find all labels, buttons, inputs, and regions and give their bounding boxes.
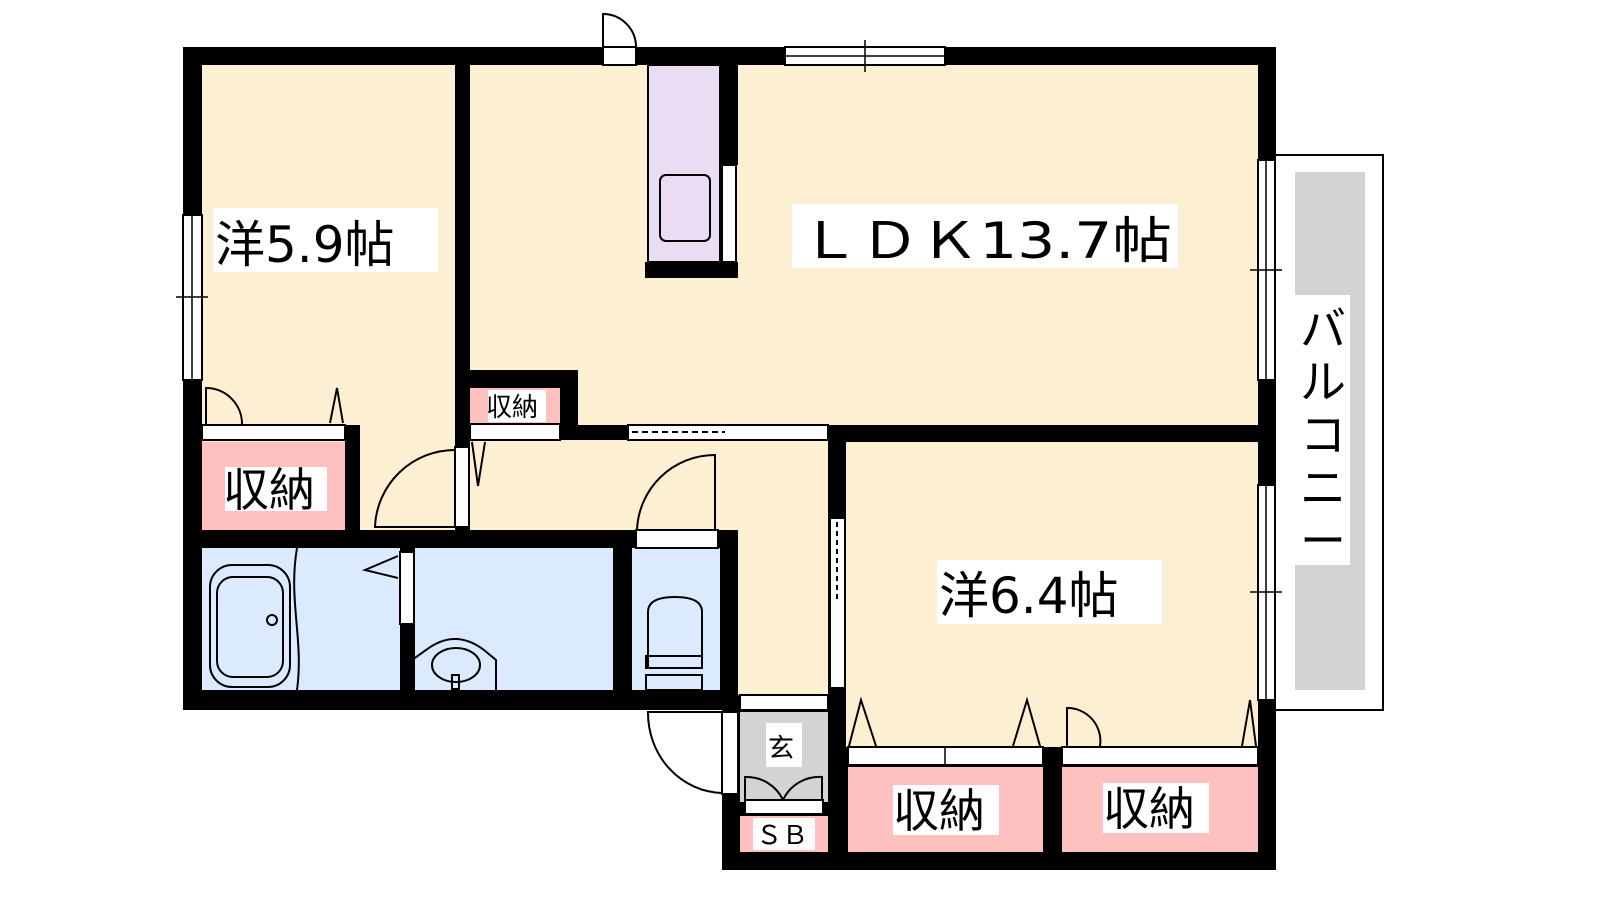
kitchen-counter bbox=[645, 64, 738, 278]
washroom bbox=[415, 548, 613, 690]
storage-small: 収納 bbox=[469, 388, 561, 487]
balcony-label-1: バ bbox=[1300, 302, 1346, 356]
ldk-label: ＬＤＫ13.7帖 bbox=[800, 212, 1172, 270]
hallway bbox=[470, 440, 828, 530]
shoe-box-label: ＳＢ bbox=[756, 821, 808, 851]
western-2-label: 洋6.4帖 bbox=[939, 567, 1119, 625]
storage-small-label: 収納 bbox=[486, 393, 538, 423]
storage-bottom-1: 収納 bbox=[847, 696, 1044, 852]
balcony-label-4: ニ bbox=[1300, 461, 1346, 515]
toilet-icon bbox=[645, 595, 703, 691]
entrance-door[interactable] bbox=[721, 711, 739, 795]
bathroom bbox=[202, 548, 400, 690]
window-right-western-2 bbox=[1250, 484, 1282, 701]
balcony-label-5: ー bbox=[1300, 514, 1346, 568]
toilet-door[interactable] bbox=[635, 529, 719, 549]
window-right-ldk bbox=[1250, 159, 1282, 381]
storage-bottom-2-label: 収納 bbox=[1103, 782, 1195, 836]
balcony: バ ル コ ニ ー bbox=[1274, 154, 1384, 711]
balcony-label-3: コ bbox=[1300, 408, 1346, 462]
storage-bottom-1-label: 収納 bbox=[893, 784, 985, 838]
ldk-sliding-door[interactable] bbox=[627, 424, 829, 441]
balcony-label-2: ル bbox=[1300, 355, 1346, 409]
western-1-door[interactable] bbox=[454, 446, 470, 528]
storage-left-label: 収納 bbox=[223, 463, 315, 517]
top-door[interactable] bbox=[602, 46, 637, 66]
storage-left: 収納 bbox=[201, 386, 360, 530]
western-2-sliding-door[interactable] bbox=[829, 517, 846, 689]
window-left bbox=[176, 214, 208, 381]
bathtub-icon bbox=[209, 547, 300, 691]
hallway-lower bbox=[738, 530, 828, 695]
window-top bbox=[784, 40, 946, 72]
western-1-label: 洋5.9帖 bbox=[215, 216, 395, 274]
washbasin-icon bbox=[411, 638, 497, 690]
entrance-label: 玄 bbox=[768, 734, 794, 764]
bath-door[interactable] bbox=[399, 551, 415, 625]
entrance: 玄 ＳＢ bbox=[739, 694, 829, 852]
storage-bottom-2: 収納 bbox=[1061, 699, 1259, 852]
